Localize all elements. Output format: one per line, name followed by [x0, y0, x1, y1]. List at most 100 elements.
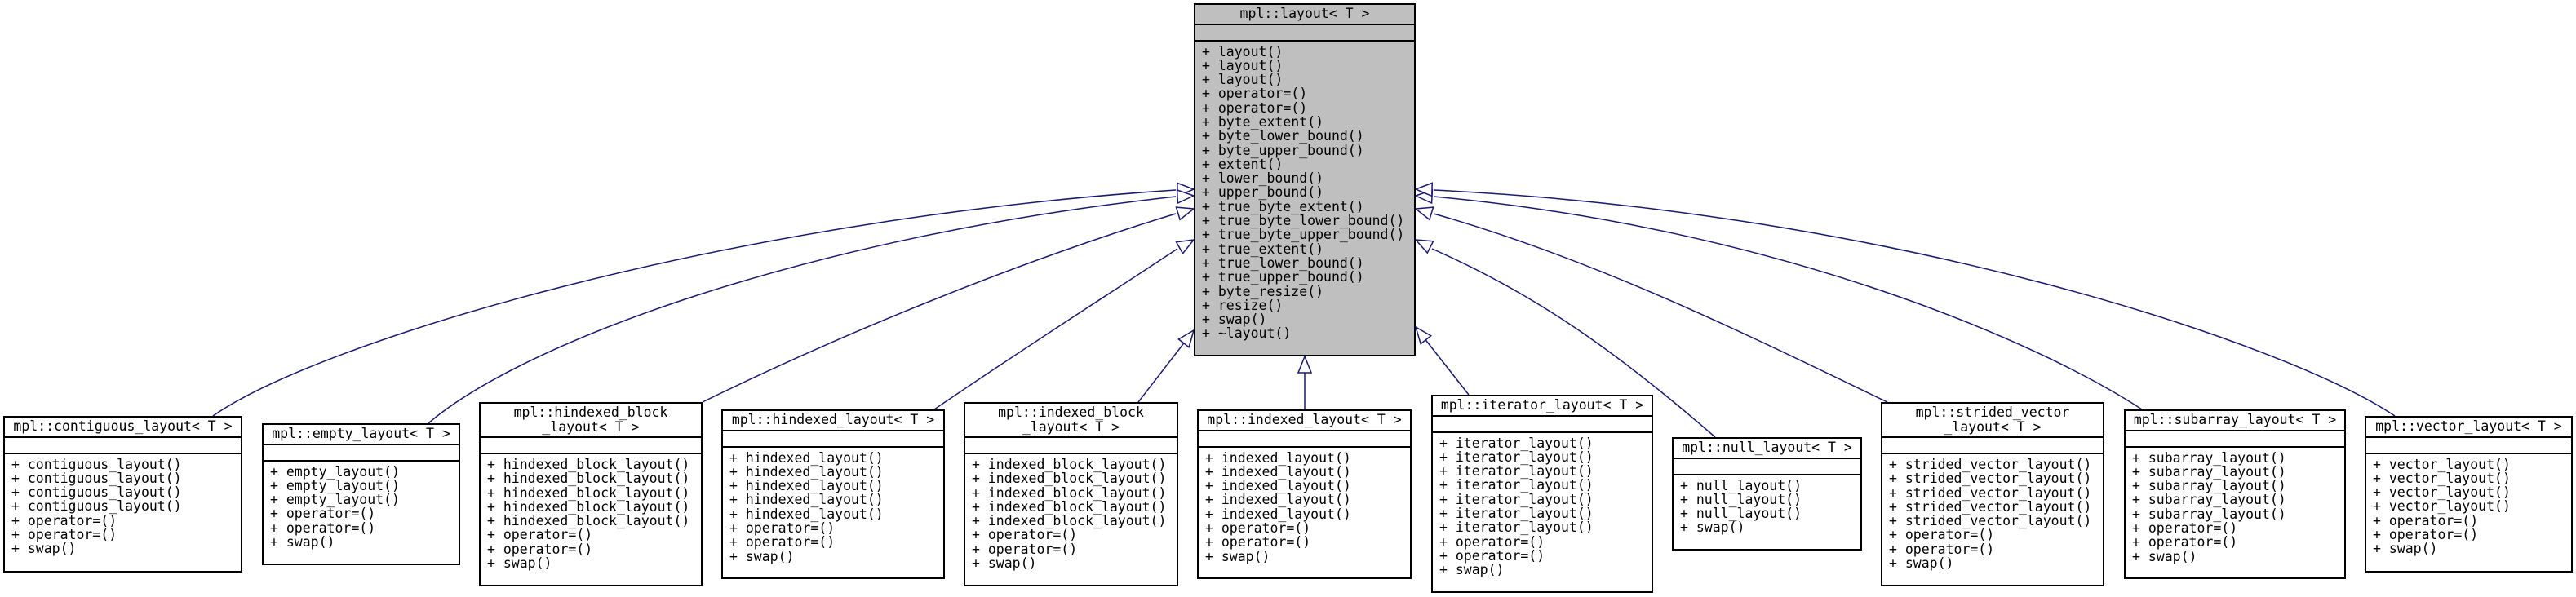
- method-item[interactable]: + true_byte_upper_bound(): [1202, 227, 1405, 243]
- method-item[interactable]: + empty_layout(): [270, 463, 400, 480]
- method-item[interactable]: + operator=(): [1439, 547, 1545, 564]
- method-item[interactable]: + contiguous_layout(): [11, 498, 182, 515]
- class-box-indexed-layout[interactable]: mpl::indexed_layout< T > + indexed_layou…: [1197, 409, 1412, 579]
- method-item[interactable]: + swap(): [972, 555, 1037, 572]
- method-item[interactable]: + operator=(): [1889, 527, 1995, 543]
- method-item[interactable]: + operator=(): [1205, 534, 1311, 551]
- method-item[interactable]: + iterator_layout(): [1439, 477, 1594, 493]
- method-item[interactable]: + operator=(): [11, 512, 117, 528]
- method-item[interactable]: + vector_layout(): [2373, 498, 2511, 515]
- method-item[interactable]: + byte_upper_bound(): [1202, 142, 1364, 158]
- method-item[interactable]: + swap(): [1889, 555, 1954, 572]
- method-item[interactable]: + hindexed_block_layout(): [487, 513, 690, 529]
- method-item[interactable]: + indexed_layout(): [1205, 492, 1351, 508]
- method-item[interactable]: + hindexed_layout(): [729, 492, 884, 508]
- method-item[interactable]: + iterator_layout(): [1439, 449, 1594, 465]
- method-item[interactable]: + swap(): [270, 533, 335, 550]
- method-item[interactable]: + ~layout(): [1202, 325, 1292, 342]
- method-item[interactable]: + null_layout(): [1680, 506, 1802, 522]
- method-item[interactable]: + hindexed_block_layout(): [487, 484, 690, 501]
- method-item[interactable]: + vector_layout(): [2373, 456, 2511, 472]
- method-item[interactable]: + operator=(): [2373, 512, 2479, 528]
- method-item[interactable]: + swap(): [1205, 548, 1270, 564]
- method-item[interactable]: + iterator_layout(): [1439, 435, 1594, 451]
- class-box-hindexed-layout[interactable]: mpl::hindexed_layout< T > + hindexed_lay…: [721, 409, 945, 579]
- method-item[interactable]: + operator=(): [972, 527, 1078, 543]
- method-item[interactable]: + operator=(): [2373, 526, 2479, 542]
- method-item[interactable]: + hindexed_block_layout(): [487, 471, 690, 487]
- method-item[interactable]: + iterator_layout(): [1439, 505, 1594, 521]
- method-item[interactable]: + empty_layout(): [270, 477, 400, 493]
- method-item[interactable]: + byte_extent(): [1202, 113, 1324, 130]
- method-item[interactable]: + operator=(): [487, 527, 593, 543]
- method-item[interactable]: + swap(): [2373, 541, 2438, 557]
- method-item[interactable]: + operator=(): [1202, 100, 1308, 116]
- method-item[interactable]: + hindexed_layout(): [729, 478, 884, 494]
- method-item[interactable]: + subarray_layout(): [2132, 506, 2286, 522]
- method-item[interactable]: + indexed_block_layout(): [972, 498, 1167, 515]
- method-item[interactable]: + hindexed_block_layout(): [487, 457, 690, 472]
- method-item[interactable]: + contiguous_layout(): [11, 456, 182, 472]
- method-item[interactable]: + operator=(): [1205, 520, 1311, 536]
- method-item[interactable]: + operator=(): [729, 534, 836, 551]
- method-item[interactable]: + byte_resize(): [1202, 283, 1324, 299]
- method-item[interactable]: + strided_vector_layout(): [1889, 498, 2092, 515]
- method-item[interactable]: + indexed_block_layout(): [972, 484, 1167, 501]
- method-item[interactable]: + hindexed_layout(): [729, 463, 884, 480]
- method-item[interactable]: + empty_layout(): [270, 492, 400, 508]
- method-item[interactable]: + indexed_layout(): [1205, 478, 1351, 494]
- class-box-empty-layout[interactable]: mpl::empty_layout< T > + empty_layout()+…: [262, 423, 460, 565]
- class-box-null-layout[interactable]: mpl::null_layout< T > + null_layout()+ n…: [1672, 437, 1862, 551]
- method-item[interactable]: + true_byte_extent(): [1202, 198, 1364, 214]
- method-item[interactable]: + strided_vector_layout(): [1889, 513, 2092, 529]
- method-item[interactable]: + strided_vector_layout(): [1889, 471, 2092, 487]
- method-item[interactable]: + swap(): [11, 541, 77, 557]
- class-box-contiguous-layout[interactable]: mpl::contiguous_layout< T > + contiguous…: [3, 416, 242, 573]
- method-item[interactable]: + hindexed_layout(): [729, 449, 884, 466]
- method-item[interactable]: + operator=(): [1439, 533, 1545, 550]
- method-item[interactable]: + strided_vector_layout(): [1889, 457, 2092, 472]
- method-item[interactable]: + operator=(): [2132, 520, 2238, 536]
- method-item[interactable]: + true_upper_bound(): [1202, 269, 1364, 285]
- method-item[interactable]: + iterator_layout(): [1439, 520, 1594, 536]
- method-item[interactable]: + contiguous_layout(): [11, 470, 182, 486]
- method-item[interactable]: + subarray_layout(): [2132, 449, 2286, 466]
- method-item[interactable]: + swap(): [487, 555, 552, 572]
- method-item[interactable]: + upper_bound(): [1202, 184, 1324, 201]
- method-item[interactable]: + lower_bound(): [1202, 170, 1324, 187]
- method-item[interactable]: + indexed_layout(): [1205, 506, 1351, 522]
- class-box-indexed-block-layout[interactable]: mpl::indexed_block _layout< T > + indexe…: [964, 402, 1178, 586]
- method-item[interactable]: + true_extent(): [1202, 241, 1324, 257]
- method-item[interactable]: + operator=(): [270, 506, 376, 522]
- method-item[interactable]: + subarray_layout(): [2132, 478, 2286, 494]
- method-item[interactable]: + extent(): [1202, 156, 1284, 172]
- method-item[interactable]: + true_byte_lower_bound(): [1202, 213, 1405, 229]
- class-box-subarray-layout[interactable]: mpl::subarray_layout< T > + subarray_lay…: [2124, 409, 2346, 579]
- method-item[interactable]: + indexed_block_layout(): [972, 513, 1167, 529]
- method-item[interactable]: + subarray_layout(): [2132, 492, 2286, 508]
- method-item[interactable]: + vector_layout(): [2373, 484, 2511, 501]
- method-item[interactable]: + hindexed_layout(): [729, 506, 884, 522]
- method-item[interactable]: + operator=(): [1889, 541, 1995, 557]
- method-item[interactable]: + swap(): [1680, 520, 1745, 536]
- method-item[interactable]: + hindexed_block_layout(): [487, 498, 690, 515]
- method-item[interactable]: + indexed_block_layout(): [972, 471, 1167, 487]
- method-item[interactable]: + byte_lower_bound(): [1202, 128, 1364, 144]
- method-item[interactable]: + strided_vector_layout(): [1889, 484, 2092, 501]
- method-item[interactable]: + resize(): [1202, 297, 1284, 313]
- method-item[interactable]: + operator=(): [487, 541, 593, 557]
- class-box-strided-vector-layout[interactable]: mpl::strided_vector _layout< T > + strid…: [1881, 402, 2104, 586]
- method-item[interactable]: + operator=(): [729, 520, 836, 536]
- method-item[interactable]: + operator=(): [11, 526, 117, 542]
- class-box-iterator-layout[interactable]: mpl::iterator_layout< T > + iterator_lay…: [1431, 395, 1653, 593]
- method-item[interactable]: + layout(): [1202, 43, 1284, 60]
- method-item[interactable]: + null_layout(): [1680, 491, 1802, 507]
- class-box-layout[interactable]: mpl::layout< T > + layout()+ layout()+ l…: [1194, 3, 1416, 356]
- method-item[interactable]: + swap(): [2132, 548, 2197, 564]
- method-item[interactable]: + layout(): [1202, 57, 1284, 73]
- method-item[interactable]: + indexed_block_layout(): [972, 457, 1167, 472]
- method-item[interactable]: + iterator_layout(): [1439, 463, 1594, 480]
- method-item[interactable]: + operator=(): [1202, 86, 1308, 102]
- method-item[interactable]: + operator=(): [270, 520, 376, 536]
- class-box-hindexed-block-layout[interactable]: mpl::hindexed_block _layout< T > + hinde…: [479, 402, 703, 586]
